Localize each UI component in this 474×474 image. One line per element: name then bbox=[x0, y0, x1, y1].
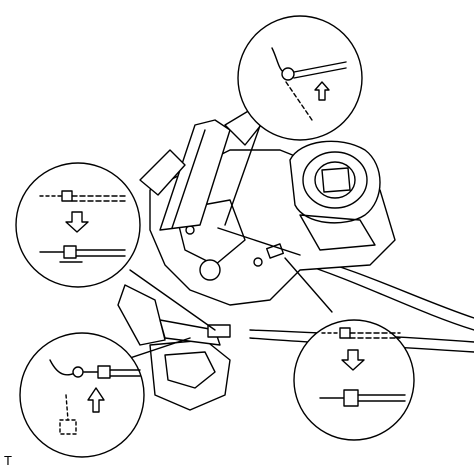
callout-leaders bbox=[118, 120, 332, 362]
door-lock-assembly bbox=[118, 110, 395, 410]
corner-mark: T bbox=[4, 453, 12, 468]
up-arrow-icon-lower bbox=[88, 388, 104, 412]
down-arrow-icon bbox=[66, 212, 88, 232]
down-arrow-icon-right bbox=[342, 350, 364, 370]
up-arrow-icon bbox=[315, 82, 329, 100]
detail-callout-bottom-left bbox=[20, 333, 144, 457]
detail-callout-top bbox=[238, 16, 362, 140]
detail-callout-left bbox=[16, 163, 140, 287]
detail-callout-bottom-right bbox=[294, 320, 414, 440]
